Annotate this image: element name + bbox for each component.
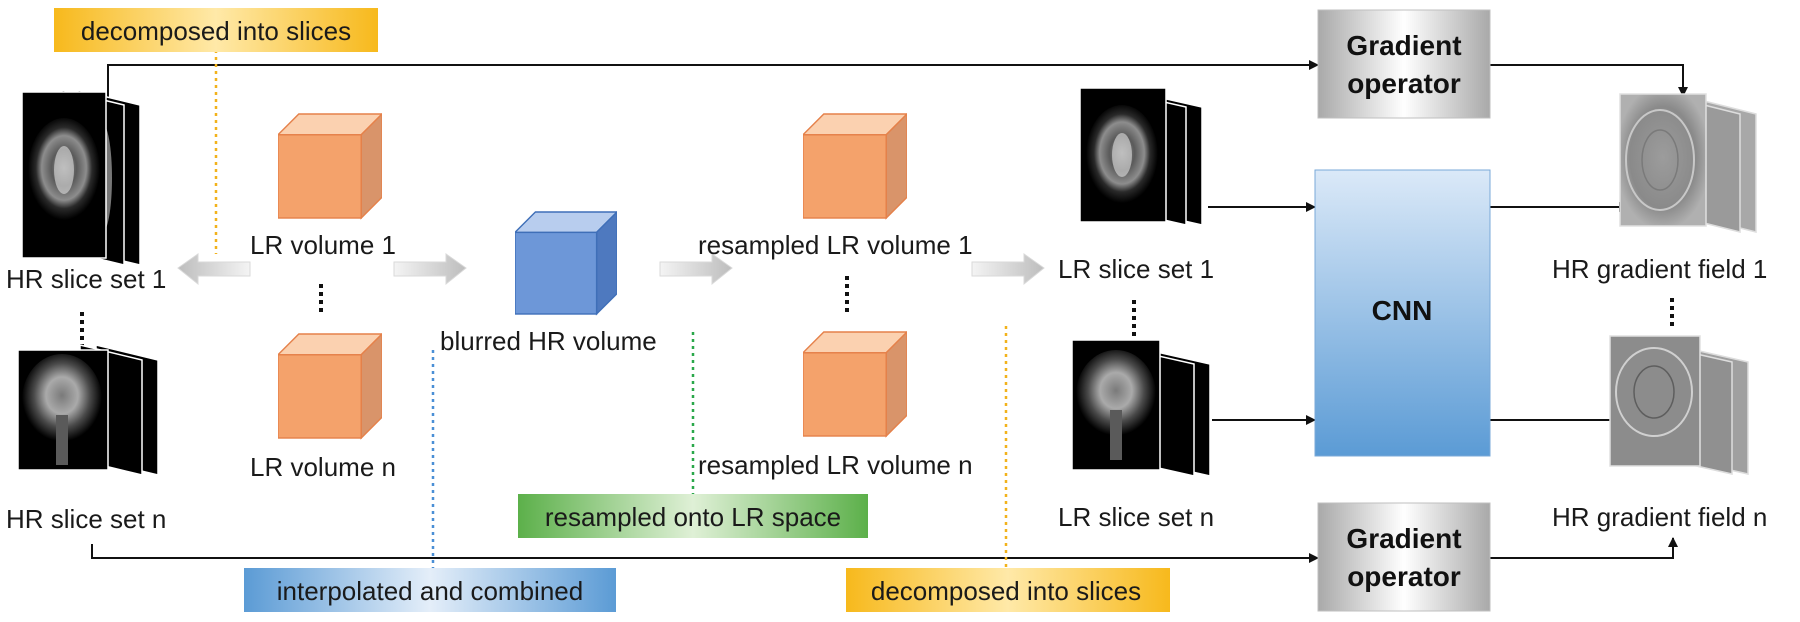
top-connector-line xyxy=(107,60,1319,98)
lr-volume-n-label: LR volume n xyxy=(250,452,396,482)
lr-volume-1-cube xyxy=(278,113,382,219)
bottom-connector-line xyxy=(91,544,1319,563)
annotation-resampled-onto: resampled onto LR space xyxy=(518,494,868,538)
lr-slice-set-1-label: LR slice set 1 xyxy=(1058,254,1214,284)
annotation-interpolated-text: interpolated and combined xyxy=(277,576,583,606)
lr-slice-set-n-image xyxy=(1071,339,1211,477)
lr-slices-ellipsis xyxy=(1132,300,1136,336)
cnn-block: CNN xyxy=(1314,169,1491,457)
hr-slice-set-n-image xyxy=(17,344,159,476)
annotation-decomposed-bottom-text: decomposed into slices xyxy=(871,576,1141,606)
annotation-decomposed-top: decomposed into slices xyxy=(54,8,378,52)
gray-arrow-right-3 xyxy=(971,253,1045,286)
lr-volume-1-label: LR volume 1 xyxy=(250,230,396,260)
hr-gradient-field-1-label: HR gradient field 1 xyxy=(1552,254,1767,284)
cnn-label: CNN xyxy=(1372,295,1433,326)
gradient-fields-ellipsis xyxy=(1670,298,1674,326)
hr-slice-set-n-label: HR slice set n xyxy=(6,504,166,534)
gradient-operator-top: Gradient operator xyxy=(1317,9,1491,119)
gray-arrow-right-1 xyxy=(393,253,467,286)
gradient-operator-top-line1: Gradient xyxy=(1346,30,1461,61)
top-gradient-to-field-line xyxy=(1490,64,1688,97)
gray-arrow-right-2 xyxy=(659,253,733,286)
hr-slices-ellipsis xyxy=(80,312,84,348)
resampled-lr-volume-1-label: resampled LR volume 1 xyxy=(698,230,973,260)
gradient-operator-top-line2: operator xyxy=(1347,68,1461,99)
lr-slice-set-1-image xyxy=(1079,87,1203,226)
hr-gradient-field-n-image xyxy=(1609,335,1749,475)
hr-gradient-field-1-image xyxy=(1619,93,1757,233)
gradient-operator-bottom-line2: operator xyxy=(1347,561,1461,592)
hr-slice-set-1-label: HR slice set 1 xyxy=(6,264,166,294)
annotation-decomposed-top-text: decomposed into slices xyxy=(81,16,351,46)
resampled-lr-volume-n-cube xyxy=(803,331,907,437)
hr-gradient-field-n-label: HR gradient field n xyxy=(1552,502,1767,532)
annotation-interpolated: interpolated and combined xyxy=(244,568,616,612)
bottom-gradient-to-field-line xyxy=(1490,537,1678,559)
gradient-operator-bottom-line1: Gradient xyxy=(1346,523,1461,554)
gradient-operator-bottom: Gradient operator xyxy=(1317,502,1491,612)
resampled-lr-volume-n-label: resampled LR volume n xyxy=(698,450,973,480)
lr-volumes-ellipsis xyxy=(319,284,323,312)
blurred-hr-volume-cube xyxy=(515,211,617,315)
lr-volume-n-cube xyxy=(278,333,382,439)
annotation-decomposed-bottom: decomposed into slices xyxy=(846,568,1170,612)
annotation-resampled-onto-text: resampled onto LR space xyxy=(545,502,841,532)
gray-arrow-left xyxy=(177,253,251,286)
hr-slice-set-1-image xyxy=(21,89,141,266)
lr-slice-set-n-label: LR slice set n xyxy=(1058,502,1214,532)
resampled-lr-volume-1-cube xyxy=(803,113,907,219)
resampled-volumes-ellipsis xyxy=(845,276,849,312)
blurred-hr-volume-label: blurred HR volume xyxy=(440,326,657,356)
